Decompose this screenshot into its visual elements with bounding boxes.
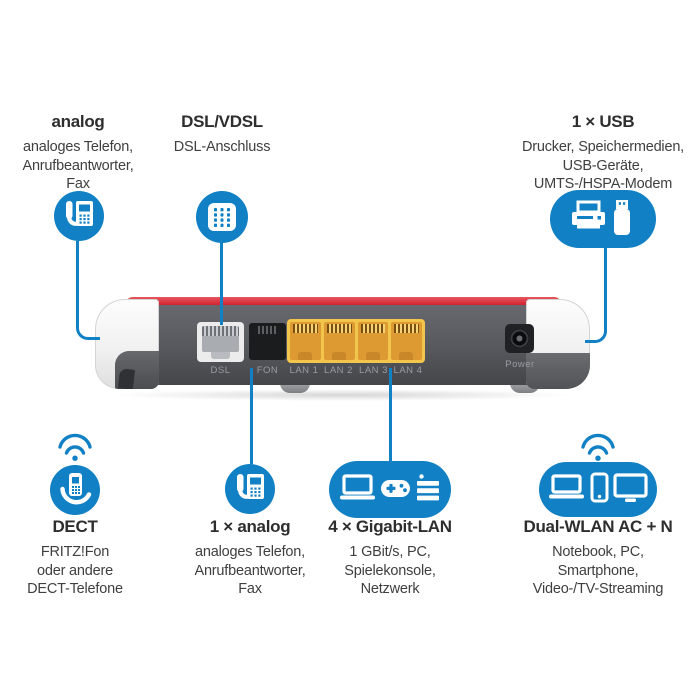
printer-usb-stick-icon (550, 190, 656, 248)
fon-port (249, 323, 286, 360)
dect-handset-icon (50, 465, 100, 515)
port-label-fon: FON (256, 365, 279, 376)
callout-line: Notebook, PC, (552, 544, 644, 560)
power-port-hole (510, 329, 529, 348)
callout-line: DSL-Anschluss (173, 139, 271, 155)
desk-phone-icon (54, 191, 104, 241)
port-label-lan3: LAN 3 (359, 365, 388, 376)
callout-analog-top: analog analoges Telefon, Anrufbeantworte… (8, 112, 148, 194)
callout-dual-wlan: Dual-WLAN AC + N Notebook, PC, Smartphon… (508, 517, 688, 599)
callout-line: FRITZ!Fon (40, 544, 110, 560)
router-right-cap (526, 299, 590, 389)
callout-usb: 1 × USB Drucker, Speichermedien, USB-Ger… (513, 112, 693, 194)
dsl-port-icon (196, 191, 248, 243)
callout-gigabit-lan: 4 × Gigabit-LAN 1 GBit/s, PC, Spielekons… (310, 517, 470, 599)
connector-line-lan (389, 368, 392, 461)
callout-dect: DECT FRITZ!Fon oder andere DECT-Telefone (5, 517, 145, 599)
lan-port-4 (391, 322, 422, 360)
callout-title: DECT (52, 517, 98, 536)
router-back-panel-image: DSL FON LAN 1 LAN 2 LAN 3 LAN 4 Power (95, 293, 590, 401)
callout-title: 1 × USB (571, 112, 635, 131)
callout-line: Anrufbeantworter, (194, 562, 306, 579)
lan-port-1 (290, 322, 321, 360)
router-shadow (110, 389, 575, 401)
dsl-port (197, 322, 244, 362)
callout-line: oder andere (37, 562, 113, 579)
callout-line: Drucker, Speichermedien, (521, 139, 685, 155)
laptop-gamepad-server-icon (329, 461, 451, 518)
callout-line: Netzwerk (360, 581, 420, 597)
callout-line: analoges Telefon, (22, 139, 133, 155)
router-right-cap-shade (526, 353, 590, 389)
port-label-lan1: LAN 1 (289, 365, 319, 376)
callout-line: Anrufbeantworter, (22, 157, 134, 174)
callout-title: 4 × Gigabit-LAN (328, 517, 452, 536)
dsl-port-jack (202, 326, 239, 352)
wifi-waves-icon (53, 432, 97, 462)
callout-dsl-vdsl: DSL/VDSL DSL-Anschluss (152, 112, 292, 157)
connector-line-analog (76, 241, 100, 340)
callout-line: UMTS-/HSPA-Modem (533, 176, 673, 192)
callout-line: Fax (66, 176, 90, 192)
callout-title: Dual-WLAN AC + N (523, 517, 673, 536)
callout-line: analoges Telefon, (194, 544, 305, 560)
callout-line: USB-Geräte, (562, 157, 644, 174)
callout-line: DECT-Telefone (27, 581, 123, 597)
laptop-smartphone-tv-icon (539, 462, 657, 517)
port-label-power: Power (505, 359, 535, 370)
callout-line: 1 GBit/s, PC, (349, 544, 431, 560)
power-port (505, 324, 534, 353)
callout-line: Spielekonsole, (344, 562, 436, 579)
router-left-cap (95, 299, 159, 389)
callout-title: DSL/VDSL (181, 112, 263, 131)
port-label-lan2: LAN 2 (324, 365, 353, 376)
wifi-waves-icon (576, 432, 620, 462)
connector-line-usb (585, 248, 607, 343)
lan-port-3 (357, 322, 389, 360)
callout-line: Smartphone, (557, 562, 639, 579)
lan-port-2 (323, 322, 355, 360)
dsl-port-tab (211, 352, 230, 359)
callout-title: 1 × analog (209, 517, 291, 536)
lan-port-block (287, 319, 425, 363)
router-left-cap-notch (117, 368, 136, 389)
connector-line-fon (250, 368, 253, 464)
callout-line: Fax (238, 581, 262, 597)
callout-line: Video-/TV-Streaming (532, 581, 664, 597)
desk-phone-icon (225, 464, 275, 514)
fon-port-pins (258, 326, 277, 334)
connector-line-dsl (220, 243, 223, 325)
callout-title: analog (51, 112, 105, 131)
callout-analog-bottom: 1 × analog analoges Telefon, Anrufbeantw… (180, 517, 320, 599)
port-label-lan4: LAN 4 (393, 365, 423, 376)
port-label-dsl: DSL (210, 365, 231, 376)
